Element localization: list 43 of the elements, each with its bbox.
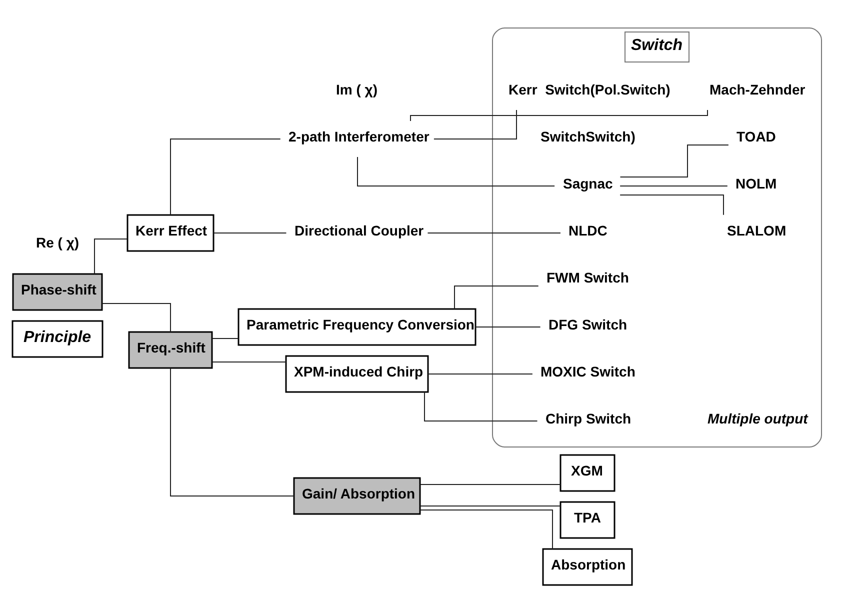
connector [420,484,561,485]
node-box: XGM [560,454,616,492]
node-box: Parametric Frequency Conversion [238,308,476,346]
connector [433,110,517,140]
node-text: MOXIC Switch [540,364,636,380]
node-box: XPM-induced Chirp [285,355,429,393]
connector [424,392,538,422]
label: Multiple output [708,410,808,427]
node-box: TPA [560,501,616,539]
connector [212,338,239,339]
connector [454,286,539,310]
connector [94,238,128,274]
node-box: Gain/ Absorption [293,477,421,515]
connector [620,194,724,216]
connector [170,368,294,496]
label: Re ( χ) [36,234,80,251]
node-text: Directional Coupler [294,222,424,239]
node-box: Absorption [542,548,633,586]
node-box: Phase-shift [12,273,103,311]
connector [420,510,553,550]
connector [620,144,729,178]
connector [102,303,171,332]
node-text: 2-path Interferometer [288,128,430,145]
connector [427,232,561,234]
node-text: NLDC [568,222,608,239]
label: Im ( χ) [336,82,378,98]
node-text: FWM Switch [546,270,629,286]
node-box: Kerr Effect [126,214,214,252]
connector [357,156,556,186]
node-text: NOLM [736,176,777,192]
connector [170,138,281,216]
node-box: Principle [12,320,104,358]
node-text: SLALOM [727,222,786,239]
connector [213,232,287,234]
node-box: Freq.-shift [128,331,213,369]
node-text: DFG Switch [548,316,628,333]
node-text: TOAD [736,128,776,145]
node-text: Chirp Switch [546,410,632,427]
label: SwitchSwitch) [540,128,636,145]
node-text: Mach-Zehnder [710,82,806,98]
connector [475,326,541,328]
node-text: Kerr Switch(Pol.Switch) [508,82,670,98]
node-text: Sagnac [563,176,613,192]
